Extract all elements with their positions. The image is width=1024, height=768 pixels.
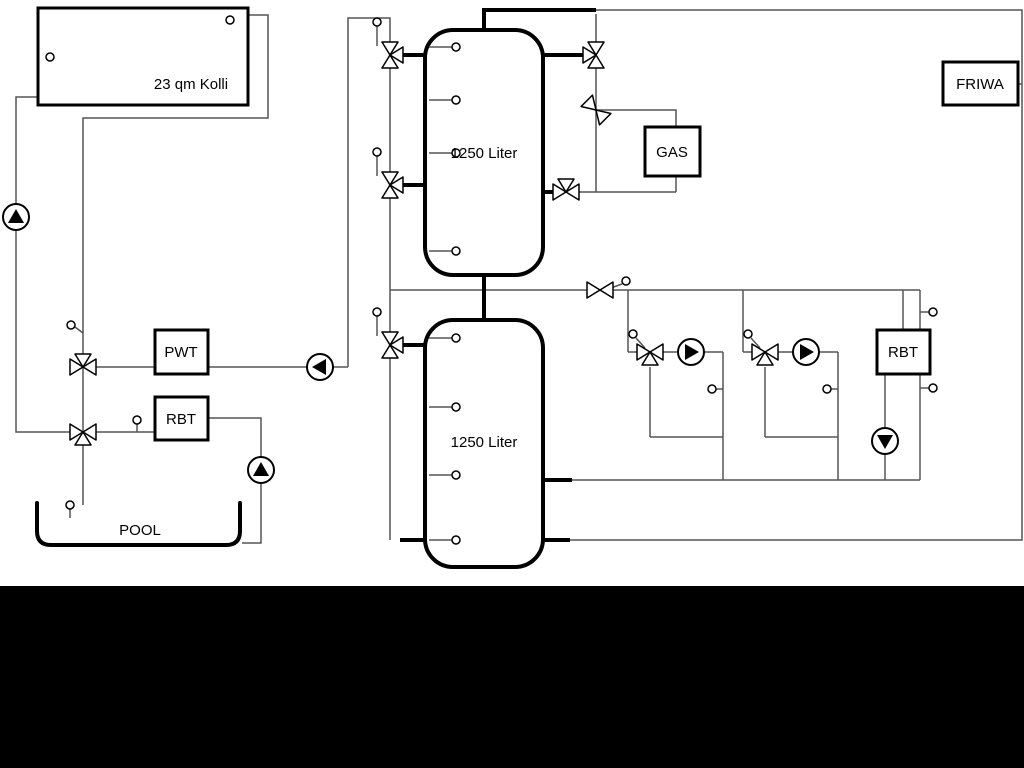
rbt-dhw-label: RBT xyxy=(888,344,918,361)
sensor-icon xyxy=(621,276,631,286)
pipe-manifold xyxy=(347,17,391,540)
sensor-icon xyxy=(707,384,717,394)
sensor-icon xyxy=(132,415,142,425)
sensor-icon xyxy=(372,147,382,157)
heating-pump-2-icon xyxy=(792,338,820,366)
stem xyxy=(750,337,761,349)
three-way-valve-icon xyxy=(552,178,580,201)
stem xyxy=(74,326,84,334)
three-way-valve-icon xyxy=(751,343,779,366)
tank-sensor-icon xyxy=(451,42,461,52)
three-way-valve-icon xyxy=(381,171,404,199)
three-way-valve-icon xyxy=(381,41,404,69)
three-way-valve-icon xyxy=(636,343,664,366)
diagram-canvas: 23 qm Kolli 1250 Liter 1250 Liter PWT RB… xyxy=(0,0,1024,586)
three-way-valve-icon xyxy=(582,41,605,69)
pool-label: POOL xyxy=(119,522,161,539)
rbt-pool-label: RBT xyxy=(166,411,196,428)
pipe-tank1-top xyxy=(482,8,596,30)
tank-sensor-icon xyxy=(451,470,461,480)
pwt-label: PWT xyxy=(164,344,197,361)
rbt-dhw-box xyxy=(875,328,932,376)
friwa-box xyxy=(941,60,1020,107)
pool-pump-icon xyxy=(247,456,275,484)
dhw-pump-icon xyxy=(871,427,899,455)
sensor-icon xyxy=(628,329,638,339)
buffer-tank-top xyxy=(423,28,545,277)
sensor-icon xyxy=(225,15,235,25)
sensor-icon xyxy=(928,307,938,317)
tank-sensor-icon xyxy=(451,246,461,256)
tank-bottom-label: 1250 Liter xyxy=(451,434,518,451)
tank-sensor-icon xyxy=(451,333,461,343)
piping-thick xyxy=(400,8,596,542)
schematic-svg: 23 qm Kolli 1250 Liter 1250 Liter PWT RB… xyxy=(2,6,1023,569)
pipe-collector-return xyxy=(15,96,155,433)
tank-sensor-icon xyxy=(451,95,461,105)
sensor-icon xyxy=(66,320,76,330)
gas-box xyxy=(643,125,702,178)
pipe-dhw-ring xyxy=(570,9,1023,541)
bottom-black-bar xyxy=(0,586,1024,768)
stem xyxy=(635,337,646,349)
collector-label: 23 qm Kolli xyxy=(154,76,228,93)
sensor-icon xyxy=(743,329,753,339)
tank-sensor-icon xyxy=(451,402,461,412)
sensors xyxy=(45,15,938,545)
sensor-icon xyxy=(372,307,382,317)
pipe-gas-top xyxy=(596,109,677,127)
pool-basin xyxy=(35,501,242,547)
rbt-pool-box xyxy=(153,395,210,442)
piping-thin xyxy=(15,9,1023,544)
friwa-label: FRIWA xyxy=(956,76,1004,93)
sensor-icon xyxy=(822,384,832,394)
sensor-icon xyxy=(45,52,55,62)
tank-top-label: 1250 Liter xyxy=(451,145,518,162)
sensor-icon xyxy=(65,500,75,510)
buffer-tank-bottom xyxy=(423,318,545,569)
sensor-icon xyxy=(928,383,938,393)
collector-box xyxy=(36,6,250,107)
heating-pump-1-icon xyxy=(677,338,705,366)
pipe-collector-flow xyxy=(82,14,269,505)
primary-pump-icon xyxy=(306,353,334,381)
pwt-box xyxy=(153,328,210,376)
three-way-valve-icon xyxy=(381,331,404,359)
solar-pump-icon xyxy=(2,203,30,231)
three-way-valve-icon xyxy=(586,281,614,299)
tank-sensor-icon xyxy=(451,535,461,545)
sensor-icon xyxy=(372,17,382,27)
gas-label: GAS xyxy=(656,144,688,161)
